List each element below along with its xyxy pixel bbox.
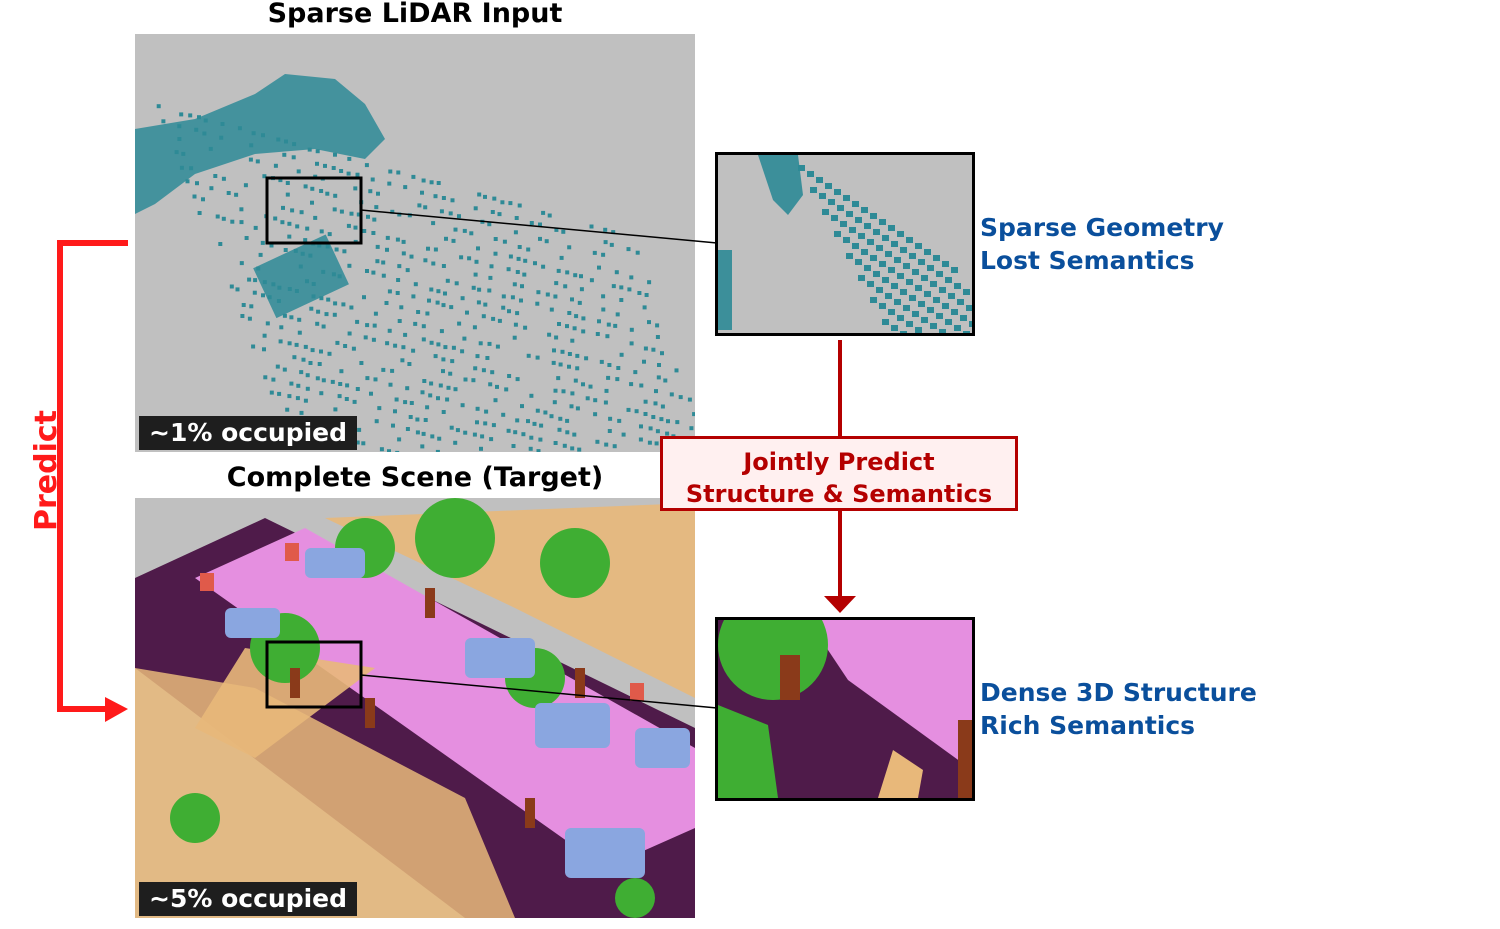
dense-zoom-voxels [718, 620, 972, 798]
sparse-lidar-image [135, 74, 695, 452]
top-panel-title: Sparse LiDAR Input [267, 0, 563, 29]
dense-callout: Dense 3D Structure Rich Semantics [980, 676, 1257, 742]
sparse-zoom-voxels [718, 155, 972, 333]
bottom-panel-title: Complete Scene (Target) [226, 462, 604, 493]
bottom-occupancy-badge: ~5% occupied [139, 882, 358, 916]
dense-zoom-inset [715, 617, 975, 801]
lidar-voxels [135, 74, 695, 452]
dense-zoom-image [718, 620, 972, 798]
sparse-zoom-image [718, 155, 972, 333]
dense-callout-line2: Rich Semantics [980, 711, 1196, 740]
top-occupancy-badge: ~1% occupied [139, 416, 358, 450]
sparse-callout: Sparse Geometry Lost Semantics [980, 211, 1224, 277]
process-arrowhead [824, 596, 856, 613]
complete-scene-image [135, 498, 695, 918]
predict-label: Predict [29, 409, 64, 531]
dense-callout-line1: Dense 3D Structure [980, 678, 1257, 707]
complete-scene-panel: ~5% occupied [135, 498, 695, 918]
sparse-zoom-inset [715, 152, 975, 336]
predict-bracket [57, 240, 128, 712]
joint-prediction-box: Jointly Predict Structure & Semantics [660, 436, 1018, 511]
scene-voxels [135, 498, 695, 918]
joint-prediction-line2: Structure & Semantics [685, 480, 993, 508]
sparse-callout-line1: Sparse Geometry [980, 213, 1224, 242]
predict-arrowhead [105, 697, 128, 722]
sparse-callout-line2: Lost Semantics [980, 246, 1195, 275]
sparse-lidar-panel: ~1% occupied [135, 34, 695, 452]
joint-prediction-line1: Jointly Predict [743, 448, 935, 476]
